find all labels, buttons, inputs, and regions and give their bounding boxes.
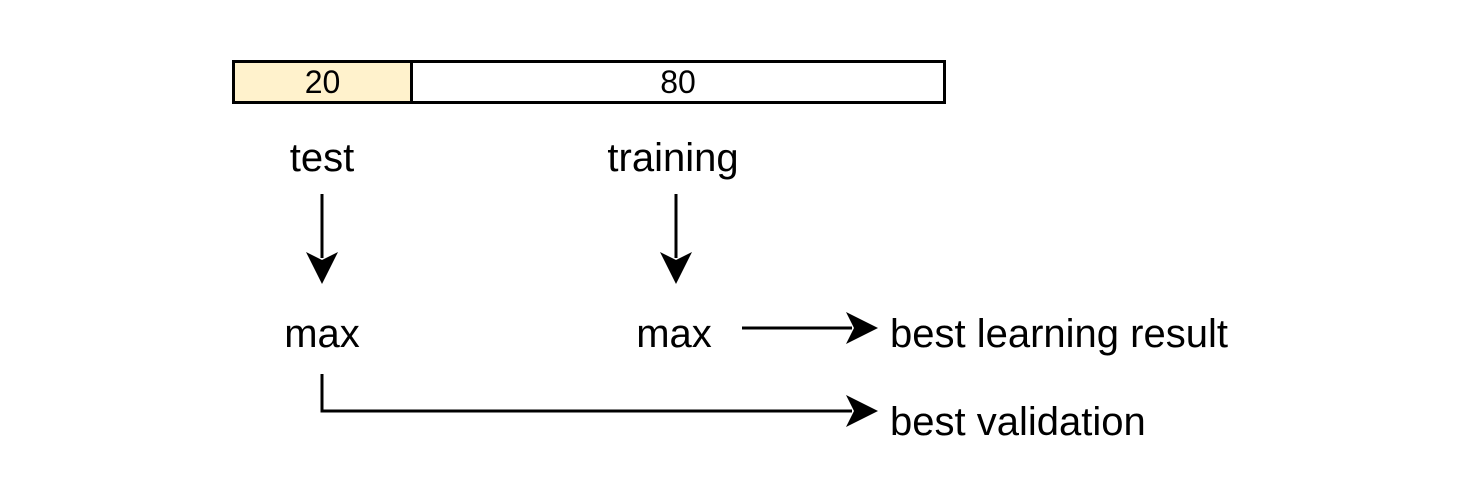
best-learning-result-label: best learning result	[890, 312, 1228, 356]
test-max-label: max	[284, 312, 360, 356]
arrow-training-to-max	[660, 194, 692, 284]
training-segment-value: 80	[660, 63, 696, 100]
test-segment: 20	[235, 63, 413, 101]
arrow-test-to-max	[306, 194, 338, 284]
training-segment: 80	[413, 63, 943, 101]
best-validation-label: best validation	[890, 400, 1146, 444]
test-segment-value: 20	[304, 63, 341, 100]
training-label: training	[607, 136, 739, 180]
arrow-max-to-best-validation	[320, 374, 878, 427]
split-bar: 20 80	[232, 60, 946, 104]
arrow-max-to-best-learning-result	[742, 312, 878, 344]
test-label: test	[289, 136, 355, 180]
training-max-label: max	[636, 312, 712, 356]
